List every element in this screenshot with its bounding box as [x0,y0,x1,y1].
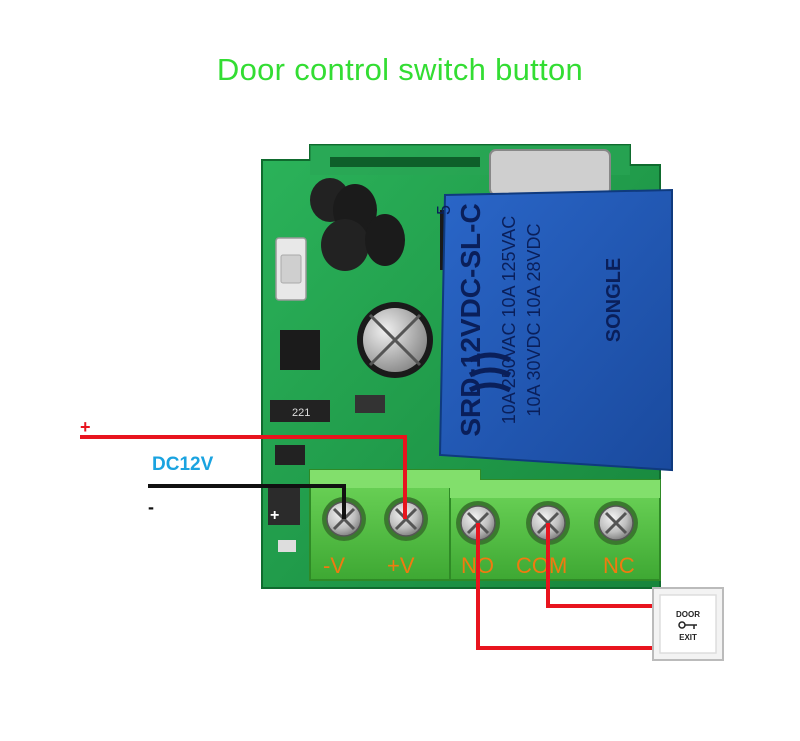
switch-wires [476,523,655,650]
learn-button [275,237,307,301]
relay: SRD-12VDC-SL-C 10A 250VAC 10A 125VAC 10A… [434,188,673,472]
key-icon [678,621,697,629]
relay-mark: 5 [434,205,454,215]
button-label-bottom: EXIT [679,633,697,642]
button-label-top: DOOR [676,610,700,619]
door-exit-button: DOOR EXIT [652,587,724,661]
relay-rating-1: 10A 250VAC 10A 125VAC [499,216,519,425]
relay-model: SRD-12VDC-SL-C [455,203,486,436]
board-plus-mark: + [270,507,279,524]
relay-rating-2: 10A 30VDC 10A 28VDC [524,223,544,416]
minus-sign: - [148,497,154,517]
songle-logo-icon [468,352,512,393]
ic-label: 221 [292,407,310,419]
diagram-title: Door control switch button [216,52,584,87]
wire-positive [80,435,407,519]
screw-icon [594,501,638,545]
wire-com [546,523,655,608]
terminal-label-plus-v: +V [387,553,415,578]
relay-brand: SONGLE [603,258,625,342]
plus-sign: + [80,417,91,437]
power-wires [80,435,407,519]
power-label: DC12V [152,454,214,475]
coil-antenna [310,178,405,271]
terminal-label-nc: NC [603,553,635,578]
wire-negative [148,484,346,519]
terminal-label-com: COM [516,553,567,578]
wire-no [476,523,655,650]
terminal-screws [322,497,638,545]
terminal-label-minus-v: -V [323,553,345,578]
capacitor [357,302,433,378]
